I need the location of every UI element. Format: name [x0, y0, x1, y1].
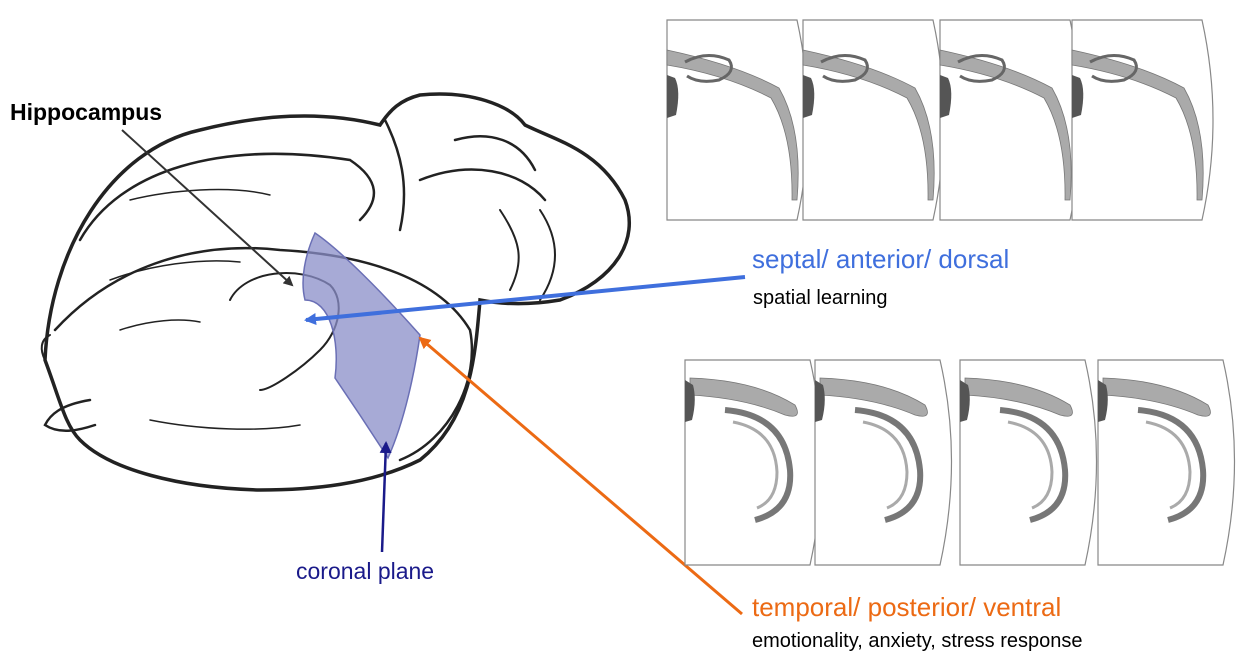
coronal-section-icon [960, 360, 1097, 565]
coronal-section-icon [1072, 20, 1213, 220]
coronal-section-icon [1098, 360, 1235, 565]
coronal-arrow [382, 443, 386, 552]
coronal-plane-label: coronal plane [296, 558, 434, 585]
coronal-section-icon [803, 20, 944, 220]
hippocampus-title: Hippocampus [10, 99, 162, 126]
ventral-sections [685, 360, 1235, 565]
temporal-function-label: emotionality, anxiety, stress response [752, 630, 1083, 653]
septal-function-label: spatial learning [753, 287, 888, 310]
coronal-section-icon [815, 360, 952, 565]
coronal-section-icon [667, 20, 808, 220]
coronal-section-icon [685, 360, 822, 565]
coronal-plane-shape [303, 233, 420, 458]
coronal-section-icon [940, 20, 1081, 220]
septal-label: septal/ anterior/ dorsal [752, 244, 1009, 275]
temporal-label: temporal/ posterior/ ventral [752, 592, 1061, 623]
dorsal-sections [667, 20, 1213, 220]
